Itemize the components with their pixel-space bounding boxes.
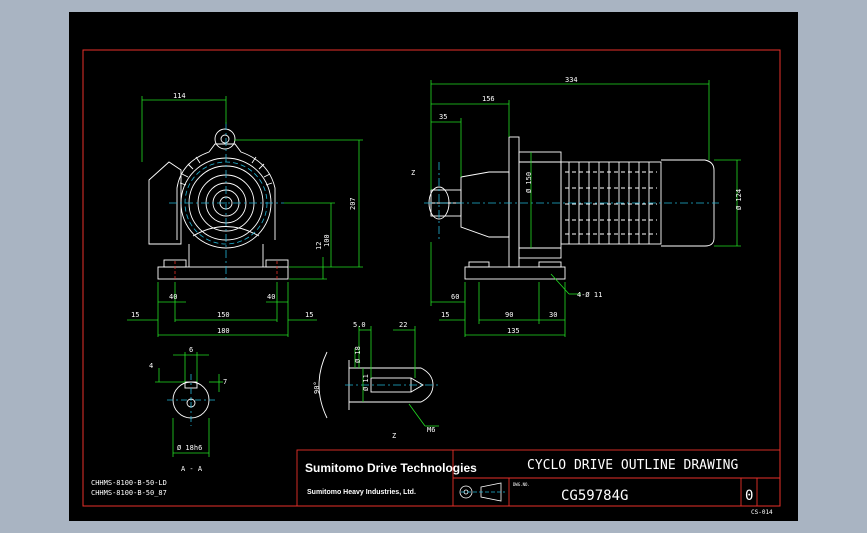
dim-40-right: 40	[267, 293, 275, 301]
side-view-dimensions	[430, 80, 741, 337]
projection-symbol	[459, 482, 505, 502]
thread-note: M6	[427, 426, 435, 434]
brand-sub: Sumitomo Heavy Industries, Ltd.	[307, 489, 416, 496]
hole-note: 4-Ø 11	[577, 291, 602, 299]
dim-22: 22	[399, 321, 407, 329]
front-view-centerlines	[169, 122, 284, 282]
revision-number: 0	[745, 488, 753, 504]
dim-40-left: 40	[169, 293, 177, 301]
detail-z-dimensions	[354, 326, 439, 427]
front-view-dimensions	[127, 96, 363, 337]
dim-35: 35	[439, 113, 447, 121]
dim-90: 90	[505, 311, 513, 319]
dim-207: 207	[349, 197, 357, 210]
front-view-hidden	[174, 260, 278, 279]
dim-180: 180	[217, 327, 230, 335]
dim-15-left: 15	[131, 311, 139, 319]
dim-5: 5.0	[353, 321, 366, 329]
dim-phi124: Ø 124	[735, 189, 743, 210]
drawing-title: CYCLO DRIVE OUTLINE DRAWING	[527, 458, 738, 473]
dim-156: 156	[482, 95, 495, 103]
dim-15-right: 15	[305, 311, 313, 319]
drawing-sheet: 114 207 100 12 40 40 150 15 15 180	[69, 12, 798, 521]
side-view-dim-text: 334 156 35 Z Ø 150 Ø 124 60 90 30 15 135…	[411, 76, 743, 335]
dim-114: 114	[173, 92, 186, 100]
dim-90deg: 90°	[313, 381, 321, 394]
section-label: A - A	[181, 465, 203, 473]
drawing-number: CG59784G	[561, 488, 628, 504]
drawing-border	[82, 49, 781, 507]
section-aa-centerline	[167, 374, 215, 426]
title-block	[296, 449, 781, 507]
front-view-dim-text: 114 207 100 12 40 40 150 15 15 180	[131, 92, 357, 335]
dim-phi150: Ø 150	[525, 172, 533, 193]
dim-15-side: 15	[441, 311, 449, 319]
dim-100: 100	[323, 234, 331, 247]
dim-phi-shaft: Ø 18h6	[177, 444, 202, 452]
side-view	[428, 136, 715, 280]
dim-6: 6	[189, 346, 193, 354]
side-view-centerline	[424, 162, 719, 242]
dim-135: 135	[507, 327, 520, 335]
section-aa-dim-text: 6 4 7 Ø 18h6 A - A	[149, 346, 227, 473]
label-z-detail: Z	[392, 432, 396, 440]
model-note-2: CHHMS-8100-B-50_87	[91, 489, 167, 497]
section-aa-dimensions	[155, 352, 223, 457]
model-note-1: CHHMS-8100-B-50-LD	[91, 479, 167, 487]
dim-334: 334	[565, 76, 578, 84]
label-z-side: Z	[411, 169, 415, 177]
dim-30: 30	[549, 311, 557, 319]
detail-z-dim-text: 5.0 22 Ø 18 Ø 11 90° M6 Z	[313, 321, 435, 440]
dim-phi11-detail: Ø 11	[362, 374, 370, 391]
brand-logo: Sumitomo Drive Technologies	[305, 461, 477, 475]
dim-phi18-detail: Ø 18	[354, 346, 362, 363]
dim-7: 7	[223, 378, 227, 386]
dim-60: 60	[451, 293, 459, 301]
corner-code: CS-014	[751, 509, 773, 516]
dim-150: 150	[217, 311, 230, 319]
dim-4: 4	[149, 362, 153, 370]
cad-drawing: 114 207 100 12 40 40 150 15 15 180	[82, 49, 781, 516]
dim-12: 12	[315, 242, 323, 250]
dwg-no-label: DWG.NO.	[513, 482, 530, 487]
